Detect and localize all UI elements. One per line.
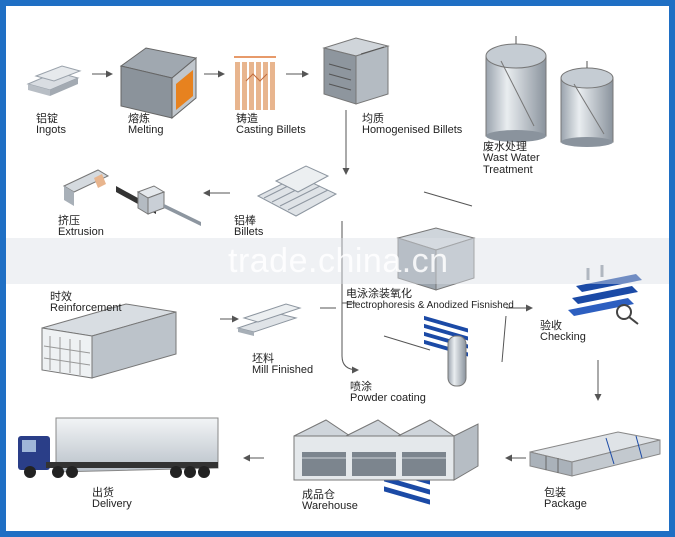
- wastewater-label-en-2: Treatment: [483, 164, 533, 176]
- ingots-label-en: Ingots: [36, 124, 66, 136]
- diagram-graphics: [18, 36, 661, 505]
- electro-label-en: Electrophoresis & Anodized Fisnished: [346, 300, 514, 311]
- warehouse-illustration: [293, 419, 479, 481]
- package-label-cn: 包装: [544, 486, 566, 499]
- wastewater-label-cn: 废水处理: [483, 140, 527, 153]
- billets-label-cn: 铝棒: [234, 214, 256, 227]
- homogenising-furnace-illustration: [322, 37, 390, 105]
- checking-illustration: [568, 265, 642, 325]
- wastewater-label-en-1: Wast Water: [483, 152, 540, 164]
- process-diagram: 铝锭 Ingots 熔炼 Melting 铸造 Casting Billets …: [6, 6, 669, 531]
- melting-label-en: Melting: [128, 124, 164, 136]
- flow-arrows: [92, 70, 602, 462]
- reinforcement-label-cn: 时效: [50, 290, 72, 303]
- powder-label-en: Powder coating: [350, 392, 426, 404]
- powder-label-cn: 喷涂: [350, 380, 372, 393]
- checking-label-cn: 验收: [540, 319, 562, 332]
- casting-label-en: Casting Billets: [236, 124, 306, 136]
- billets-label-en: Billets: [234, 226, 264, 238]
- reinforcement-label-en: Reinforcement: [50, 302, 122, 314]
- extrusion-label-en: Extrusion: [58, 226, 104, 238]
- ingots-illustration: [26, 65, 82, 96]
- watermark-band: [6, 238, 669, 284]
- delivery-truck-illustration: [18, 417, 219, 478]
- waste-water-tanks-illustration: [485, 36, 614, 147]
- watermark-text: trade.china.cn: [228, 242, 449, 280]
- casting-billets-illustration: [234, 56, 276, 110]
- casting-label-cn: 铸造: [236, 112, 258, 125]
- aging-oven-illustration: [41, 303, 177, 379]
- electro-label-cn: 电泳涂装氧化: [346, 287, 412, 300]
- mill-label-cn: 坯料: [252, 352, 274, 365]
- warehouse-label-en: Warehouse: [302, 500, 358, 512]
- checking-label-en: Checking: [540, 331, 586, 343]
- mill-finished-profiles-illustration: [236, 303, 302, 336]
- homogenised-label-cn: 均质: [362, 112, 384, 125]
- ingots-label-cn: 铝锭: [36, 112, 58, 125]
- delivery-label-en: Delivery: [92, 498, 132, 510]
- homogenised-label-en: Homogenised Billets: [362, 124, 463, 136]
- extrusion-label-cn: 挤压: [58, 214, 80, 227]
- mill-label-en: Mill Finished: [252, 364, 314, 376]
- warehouse-label-cn: 成品仓: [302, 488, 335, 501]
- extrusion-press-illustration: [62, 169, 201, 226]
- melting-furnace-illustration: [119, 47, 198, 120]
- package-illustration: [529, 431, 661, 477]
- billets-illustration: [256, 165, 338, 217]
- melting-label-cn: 熔炼: [128, 112, 150, 125]
- delivery-label-cn: 出货: [92, 486, 114, 499]
- package-label-en: Package: [544, 498, 587, 510]
